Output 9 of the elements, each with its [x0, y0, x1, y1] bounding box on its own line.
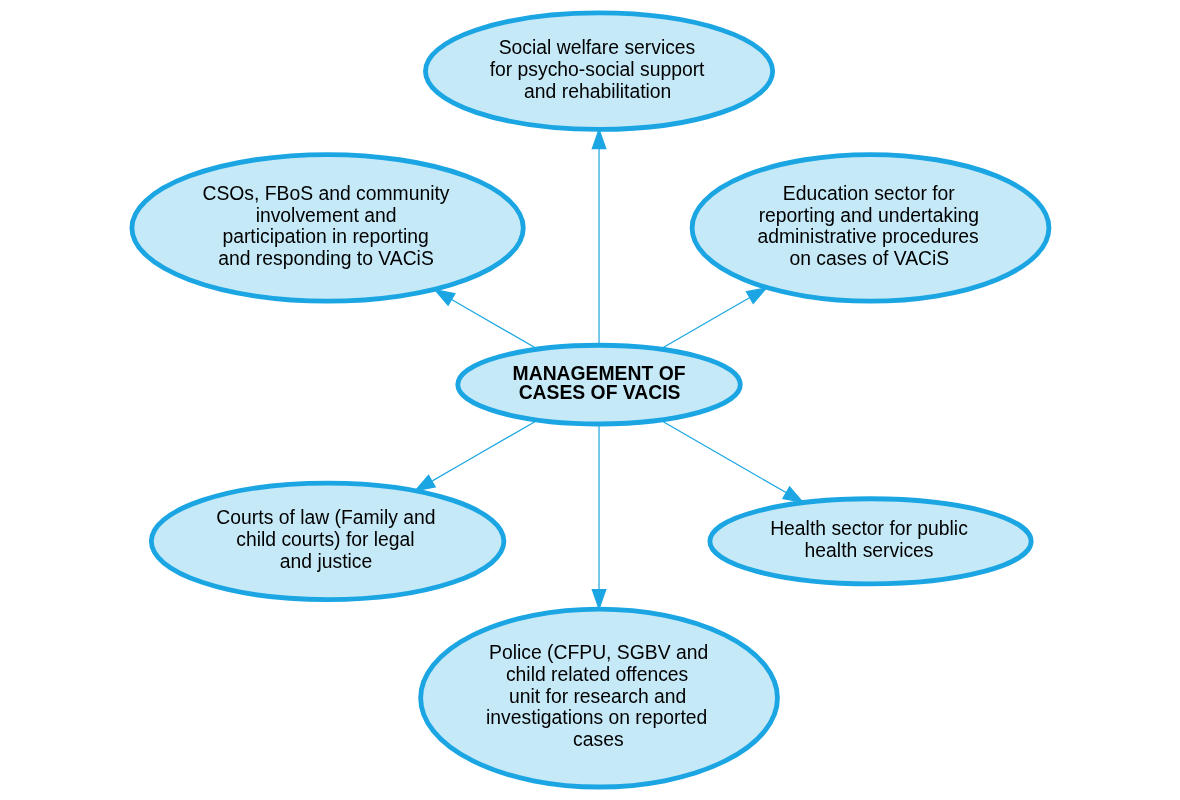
arrow	[432, 288, 538, 350]
node-ellipse: Police (CFPU, SGBV and child related offences unit for research and investigations on reported cases	[417, 606, 780, 790]
node-ellipse: Courts of law (Family and child courts) for legal and justice	[148, 480, 506, 602]
node-ellipse: CSOs, FBoS and community involvement and participation in reporting and responding to VACiS	[129, 152, 526, 304]
node-ellipse: MANAGEMENT OF CASES OF VACIS	[454, 342, 743, 427]
node-ellipse: Health sector for public health services	[706, 496, 1034, 587]
arrow	[659, 419, 805, 504]
arrow	[413, 419, 538, 492]
node-ellipse: Social welfare services for psycho-social support and rehabilitation	[422, 10, 775, 132]
